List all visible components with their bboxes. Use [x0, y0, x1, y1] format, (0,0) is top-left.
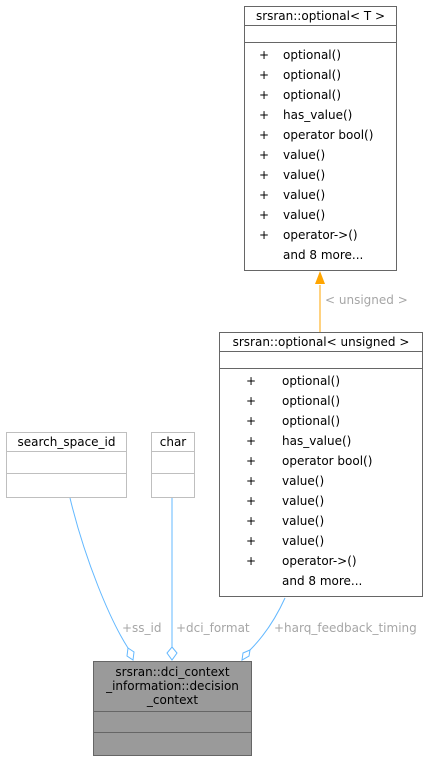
- dci-format-edge-diamond: [166, 646, 178, 661]
- member-row: +optional(): [258, 88, 341, 102]
- attributes-section: [152, 451, 194, 473]
- member-row: +optional(): [245, 394, 340, 408]
- member-row: +operator->(): [258, 228, 358, 242]
- class-decision-context[interactable]: srsran::dci_context _information::decisi…: [93, 661, 252, 756]
- member-row: +value(): [258, 208, 326, 222]
- member-row: +value(): [258, 148, 326, 162]
- member-row: +value(): [245, 494, 325, 508]
- class-search-space-id[interactable]: search_space_id: [6, 432, 127, 498]
- harq-feedback-timing-label: +harq_feedback_timing: [274, 621, 417, 635]
- class-optional-t[interactable]: srsran::optional< T > +optional() +optio…: [244, 6, 397, 271]
- member-row: +optional(): [258, 48, 341, 62]
- member-row: +value(): [258, 188, 326, 202]
- class-title: char: [159, 435, 187, 449]
- attributes-section: [245, 25, 396, 42]
- ss-id-edge-line: [69, 497, 129, 649]
- ss-id-edge-diamond: [126, 647, 135, 661]
- class-title: srsran::dci_context _information::decisi…: [94, 662, 251, 708]
- member-row: +value(): [245, 514, 325, 528]
- member-row: +operator bool(): [258, 128, 374, 142]
- harq-edge-diamond: [241, 649, 251, 661]
- class-title: srsran::optional< unsigned >: [232, 335, 410, 349]
- attributes-section: [220, 351, 422, 368]
- methods-section: +optional() +optional() +optional() +has…: [245, 42, 396, 267]
- member-row: +optional(): [245, 414, 340, 428]
- ss-id-label: +ss_id: [122, 621, 162, 635]
- member-row: +operator bool(): [245, 454, 373, 468]
- member-row: +value(): [245, 534, 325, 548]
- more-members-link[interactable]: and 8 more...: [283, 248, 364, 262]
- attributes-section: [94, 711, 251, 732]
- harq-edge-line: [249, 597, 286, 651]
- template-arg-label: < unsigned >: [325, 293, 408, 307]
- title-line: _information::decision: [106, 679, 239, 693]
- dci-format-label: +dci_format: [176, 621, 250, 635]
- member-row: +value(): [245, 474, 325, 488]
- member-row: +value(): [258, 168, 326, 182]
- class-optional-unsigned[interactable]: srsran::optional< unsigned > +optional()…: [219, 332, 423, 597]
- attributes-section: [7, 451, 126, 473]
- methods-section: [152, 473, 194, 494]
- methods-section: +optional() +optional() +optional() +has…: [220, 368, 422, 593]
- methods-section: [7, 473, 126, 494]
- member-row: +operator->(): [245, 554, 357, 568]
- title-line: srsran::dci_context: [115, 665, 230, 679]
- template-edge-arrowhead: [315, 271, 325, 284]
- class-title: search_space_id: [17, 435, 116, 449]
- title-line: _context: [146, 693, 199, 707]
- more-members-link[interactable]: and 8 more...: [282, 574, 363, 588]
- member-row: +optional(): [245, 374, 340, 388]
- member-row: +has_value(): [258, 108, 353, 122]
- methods-section: [94, 732, 251, 753]
- class-title: srsran::optional< T >: [255, 9, 386, 23]
- class-char[interactable]: char: [151, 432, 195, 498]
- member-row: +has_value(): [245, 434, 352, 448]
- member-row: +optional(): [258, 68, 341, 82]
